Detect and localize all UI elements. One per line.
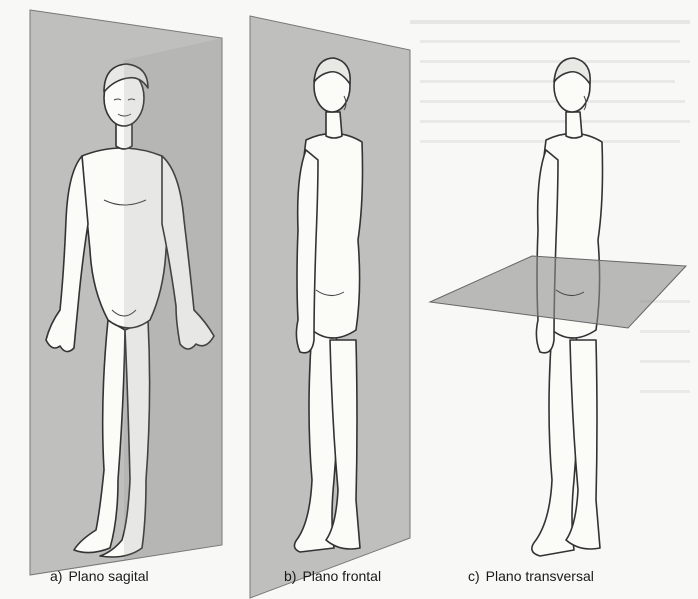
caption-letter: c) xyxy=(468,568,480,584)
caption-label: Plano frontal xyxy=(302,568,381,584)
panel-b-frontal xyxy=(250,16,410,598)
sagittal-plane-overlay xyxy=(124,38,222,560)
caption-letter: b) xyxy=(284,568,296,584)
caption-transverse: c) Plano transversal xyxy=(468,568,594,584)
caption-label: Plano transversal xyxy=(486,568,594,584)
caption-label: Plano sagital xyxy=(68,568,148,584)
caption-frontal: b) Plano frontal xyxy=(284,568,381,584)
caption-letter: a) xyxy=(50,568,62,584)
transverse-plane xyxy=(430,256,686,328)
panel-c-transverse xyxy=(430,58,686,556)
caption-sagittal: a) Plano sagital xyxy=(50,568,149,584)
panel-a-sagittal xyxy=(30,10,222,575)
